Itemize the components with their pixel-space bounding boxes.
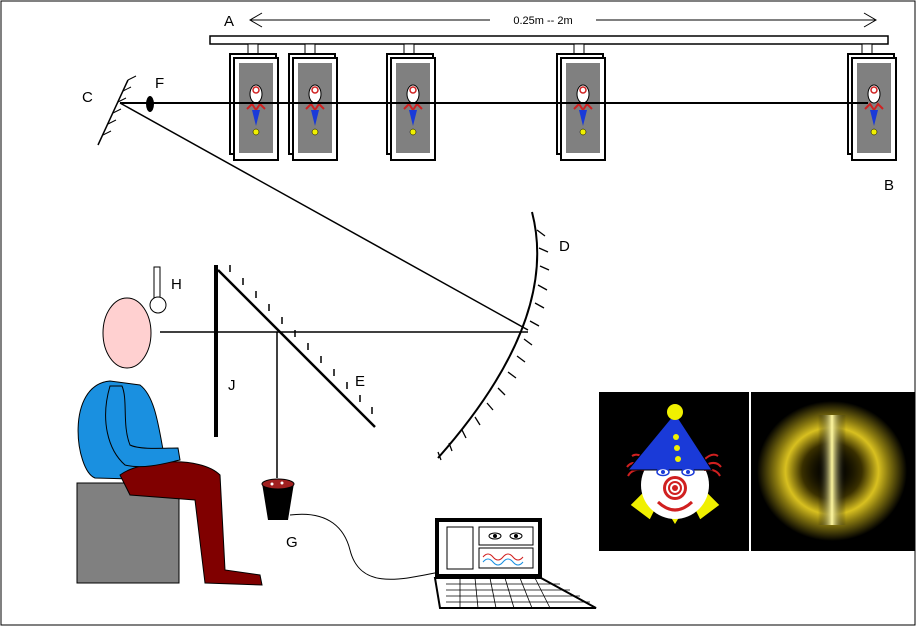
target-4 [556, 43, 606, 161]
label-e: E [355, 373, 365, 390]
clown-image-blurred [751, 392, 915, 551]
label-b: B [884, 177, 894, 194]
camera-g [261, 478, 295, 520]
target-2 [288, 43, 338, 161]
optical-rail [209, 35, 889, 45]
distance-arrow [249, 12, 877, 28]
label-c: C [82, 89, 93, 106]
label-f: F [155, 75, 164, 92]
headrest-h [149, 266, 167, 314]
concave-mirror-d [437, 211, 550, 461]
beam-to-concave-mirror [119, 102, 529, 331]
distance-range-label: 0.25m -- 2m [513, 15, 572, 27]
target-3 [386, 43, 436, 161]
label-a: A [224, 13, 234, 30]
label-g: G [286, 534, 298, 551]
beam-splitter-e [217, 265, 376, 428]
laptop [433, 518, 597, 609]
clown-image-sharp [599, 392, 749, 551]
label-d: D [559, 238, 570, 255]
lens-f [146, 96, 154, 112]
mirror-c [97, 75, 137, 146]
label-j: J [228, 377, 236, 394]
target-1 [229, 43, 279, 161]
person [77, 297, 263, 586]
seat [76, 482, 180, 584]
target-5 [847, 43, 897, 161]
label-h: H [171, 276, 182, 293]
camera-cable [289, 513, 441, 580]
